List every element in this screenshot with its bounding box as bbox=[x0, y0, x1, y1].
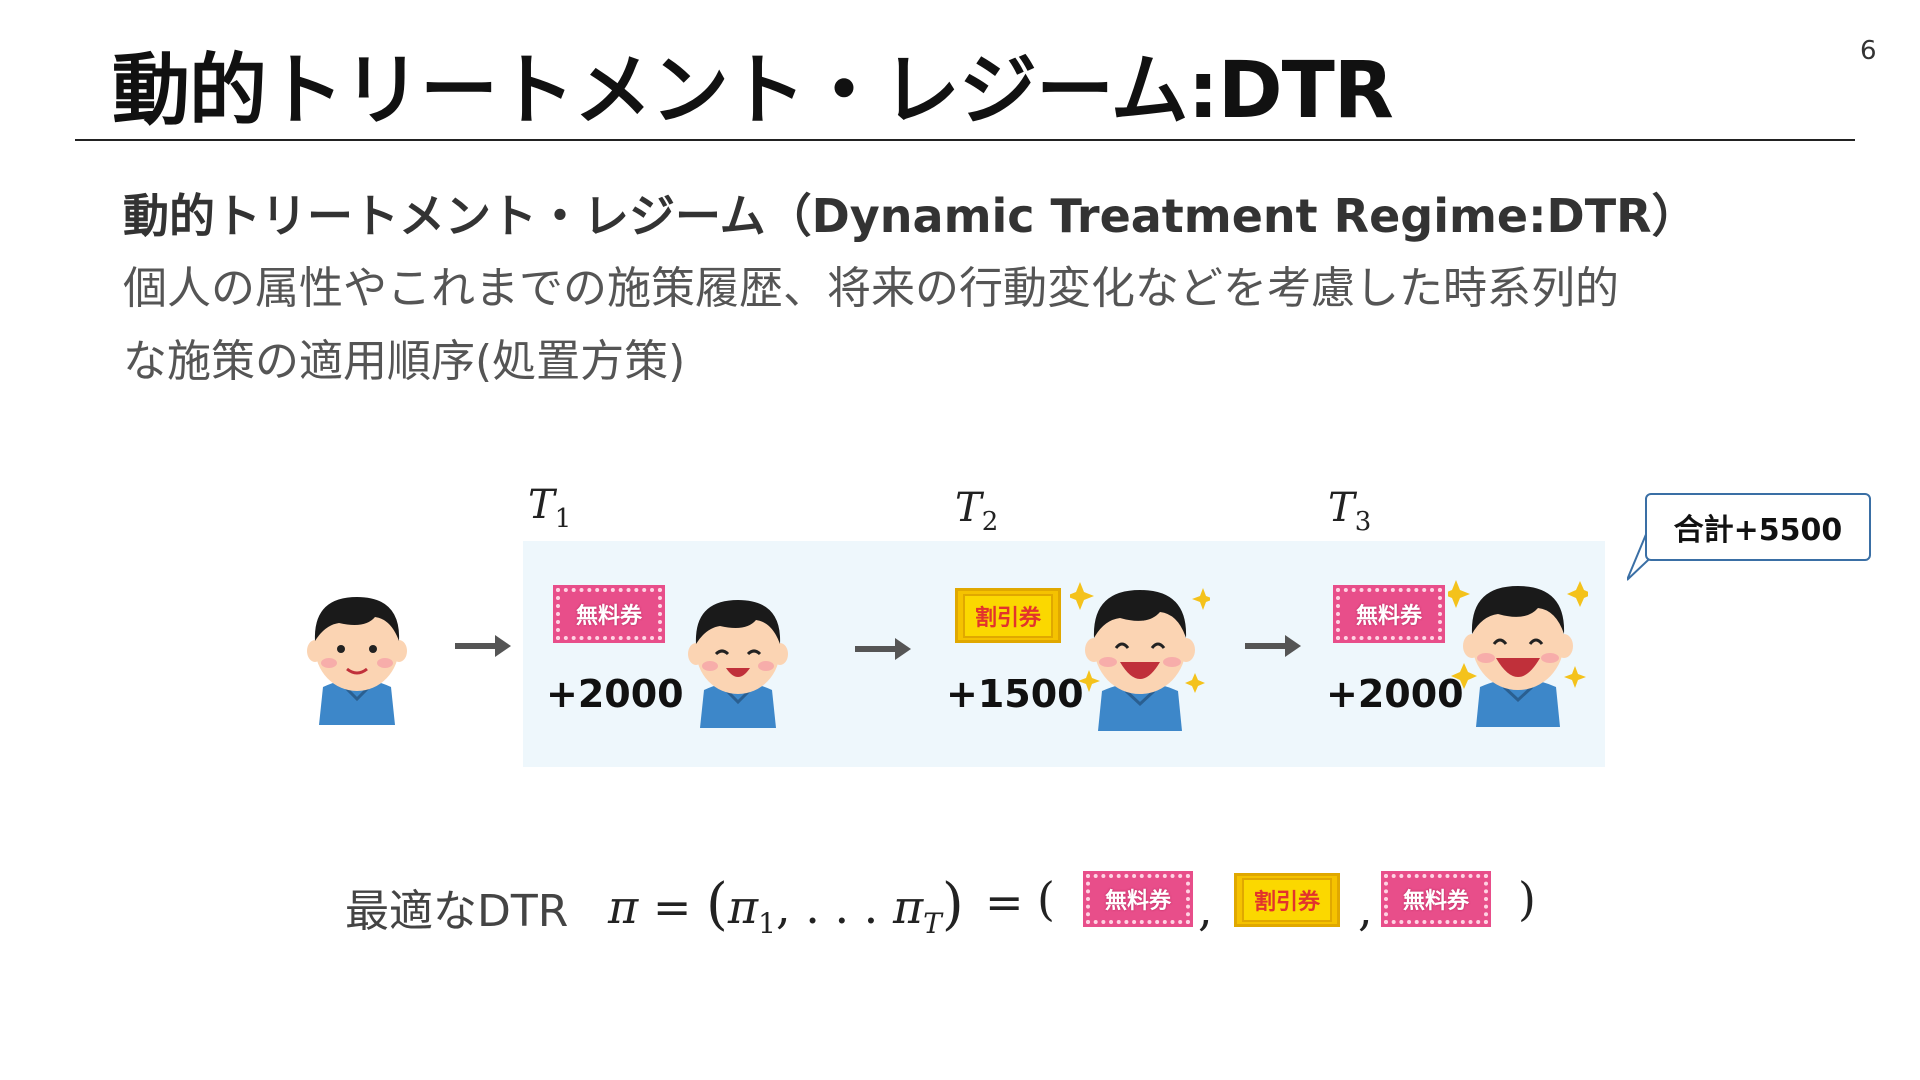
slide-title: 動的トリートメント・レジーム:DTR bbox=[112, 46, 1394, 136]
total-reward-callout: 合計+5500 bbox=[1645, 493, 1871, 561]
formula-open-paren: ( bbox=[1037, 872, 1055, 926]
formula-comma-1: , bbox=[1198, 882, 1213, 936]
person-happy-icon bbox=[1070, 582, 1210, 731]
formula-label: 最適なDTR bbox=[345, 886, 569, 937]
time-label-t1: T1 bbox=[528, 482, 572, 534]
person-smiling-icon bbox=[688, 600, 788, 728]
definition-text-line-2: な施策の適用順序(処置方策) bbox=[123, 336, 686, 387]
reward-t1: +2000 bbox=[546, 672, 684, 716]
formula-coupon-free-2: 無料券 bbox=[1381, 871, 1491, 927]
arrow-right-icon bbox=[455, 635, 511, 657]
title-divider bbox=[75, 139, 1855, 141]
time-label-t3: T3 bbox=[1328, 485, 1372, 537]
person-neutral-icon bbox=[307, 597, 407, 725]
page-number: 6 bbox=[1860, 36, 1877, 66]
time-label-t2: T2 bbox=[955, 485, 999, 537]
reward-t3: +2000 bbox=[1326, 672, 1464, 716]
arrow-right-icon bbox=[855, 638, 911, 660]
coupon-free-t3: 無料券 bbox=[1333, 585, 1445, 643]
reward-t2: +1500 bbox=[946, 672, 1084, 716]
policy-formula: π = (π1, . . . πT) bbox=[608, 872, 964, 941]
formula-coupon-discount: 割引券 bbox=[1234, 873, 1340, 927]
formula-equals: = bbox=[985, 875, 1024, 929]
person-very-happy-icon bbox=[1448, 580, 1588, 727]
formula-close-paren: ) bbox=[1518, 872, 1536, 926]
formula-comma-2: , bbox=[1358, 882, 1373, 936]
coupon-discount-t2: 割引券 bbox=[955, 588, 1061, 643]
formula-coupon-free-1: 無料券 bbox=[1083, 871, 1193, 927]
definition-heading: 動的トリートメント・レジーム（Dynamic Treatment Regime:… bbox=[123, 189, 1698, 243]
definition-text-line-1: 個人の属性やこれまでの施策履歴、将来の行動変化などを考慮した時系列的 bbox=[123, 263, 1619, 314]
arrow-right-icon bbox=[1245, 635, 1301, 657]
coupon-free-t1: 無料券 bbox=[553, 585, 665, 643]
